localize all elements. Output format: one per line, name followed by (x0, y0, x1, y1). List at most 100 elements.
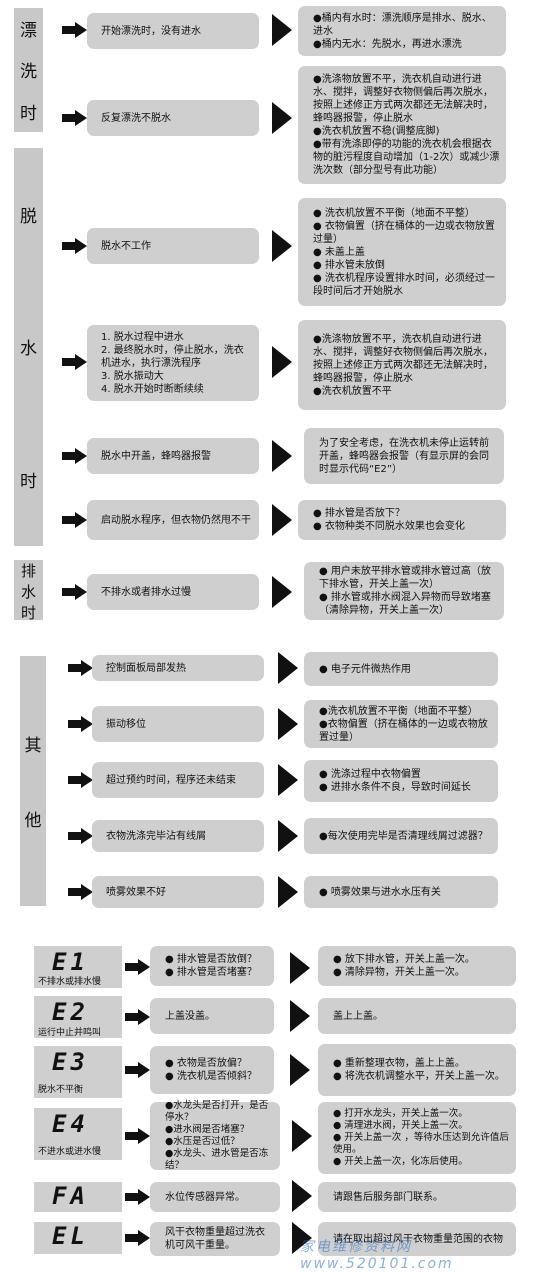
cause-box: ●洗衣机放置不平衡（地面不平整）●衣物偏置（挤在桶体的一边或衣物放置过量） (304, 700, 498, 748)
error-code-el: EL (34, 1222, 122, 1254)
arrow-icon (272, 346, 292, 378)
problem-box: 反复漂洗不脱水 (87, 100, 259, 136)
check-item: ●水龙头、进水管是否冻结？ (165, 1148, 269, 1171)
check-item: ● 排水管是否放倒？ (165, 954, 257, 965)
fix-item: 请跟售后服务部门联系。 (333, 1191, 443, 1203)
check-box: ● 衣物是否放偏？ ● 洗衣机是否倾斜？ (150, 1046, 274, 1094)
arrow-icon (272, 576, 292, 608)
cause-item: ● 排水管是否放下？ (313, 508, 405, 519)
cause-item: ● 电子元件微热作用 (319, 663, 411, 675)
section-label-spin: 脱 水 时 (14, 148, 43, 546)
check-item: ● 洗衣机是否倾斜？ (165, 1071, 257, 1082)
arrow-icon (68, 884, 96, 900)
cause-item: ● 进排水条件不良，导致时间延长 (319, 782, 471, 793)
problem-box: 超过预约时间，程序还未结束 (92, 762, 264, 798)
cause-item: ● 洗衣机程序设置排水时间，必须经过一段时间后才开始脱水 (313, 272, 495, 297)
arrow-icon (292, 1180, 312, 1212)
arrow-icon (272, 14, 292, 46)
check-item: 风干衣物重量超过洗衣机可风干重量。 (165, 1227, 265, 1251)
fix-box: ● 重新整理衣物，盖上上盖。● 将洗衣机调整水平，开关上盖一次。 (318, 1044, 516, 1096)
section-char: 时 (20, 604, 36, 622)
cause-item: ●衣物偏置（挤在桶体的一边或衣物放置过量） (319, 718, 488, 743)
error-code-e1: E1 不排水或排水慢 (34, 946, 122, 988)
cause-item: ●洗涤物放置不平，洗衣机自动进行进水、搅拌，调整好衣物侧偏后再次脱水，按照上述修… (313, 74, 493, 124)
problem-text: 振动移位 (106, 718, 146, 730)
problem-box: 启动脱水程序，但衣物仍然甩不干 (87, 500, 259, 540)
error-code-text: E1 (52, 948, 89, 976)
arrow-icon (290, 952, 310, 984)
arrow-icon (272, 102, 292, 134)
fix-item: 请在取出超过风干衣物重量范围的衣物 (333, 1233, 503, 1245)
error-code-desc: 运行中止并鸣叫 (38, 1028, 102, 1038)
section-char: 他 (24, 811, 42, 831)
check-item: ●进水阀是否堵塞？ (165, 1124, 250, 1135)
cause-box: ● 排水管是否放下？● 衣物种类不同脱水效果也会变化 (298, 500, 506, 540)
problem-text: 控制面板局部发热 (106, 662, 186, 674)
cause-item: ●洗衣机放置不平 (313, 385, 392, 397)
arrow-icon (62, 22, 90, 38)
error-code-desc: 不进水或进水慢 (38, 1147, 102, 1157)
check-box: ● 排水管是否放倒？● 排水管是否堵塞？ (150, 946, 274, 986)
cause-box: ●每次使用完毕是否清理线屑过滤器？ (304, 818, 498, 854)
cause-item: ●桶内无水：先脱水，再进水漂洗 (313, 38, 462, 50)
fix-item: 盖上上盖。 (333, 1010, 383, 1022)
fix-box: 请在取出超过风干衣物重量范围的衣物 (318, 1222, 516, 1256)
problem-text: 不排水或者排水过慢 (101, 586, 191, 598)
cause-box: ● 电子元件微热作用 (304, 652, 498, 686)
arrow-icon (62, 448, 90, 464)
cause-box: ●洗涤物放置不平，洗衣机自动进行进水、搅拌，调整好衣物侧偏后再次脱水，按照上述修… (298, 66, 506, 184)
arrow-icon (62, 238, 90, 254)
check-box: 上盖没盖。 (150, 998, 274, 1034)
cause-item: ●每次使用完毕是否清理线屑过滤器？ (319, 830, 488, 842)
problem-box: 不排水或者排水过慢 (87, 574, 259, 610)
error-code-desc: 脱水不平衡 (38, 1085, 84, 1095)
problem-item: 1. 脱水过程中进水 (101, 331, 184, 343)
fix-item: ● 将洗衣机调整水平，开关上盖一次。 (333, 1071, 505, 1082)
arrow-icon (62, 512, 90, 528)
arrow-icon (62, 110, 90, 126)
error-code-desc: 不排水或排水慢 (38, 977, 102, 987)
error-code-text: FA (52, 1182, 89, 1210)
arrow-icon (125, 1009, 153, 1025)
section-char: 时 (20, 103, 37, 124)
arrow-icon (272, 230, 292, 262)
arrow-icon (62, 584, 90, 600)
problem-box: 衣物洗涤完毕沾有线屑 (92, 820, 264, 852)
arrow-icon (68, 772, 96, 788)
arrow-icon (68, 828, 96, 844)
section-char: 排 (20, 562, 36, 580)
cause-item: ● 衣物偏置（挤在桶体的一边或衣物放置过量） (313, 220, 495, 245)
cause-box: ● 喷雾效果与进水水压有关 (304, 876, 498, 908)
fix-item: ● 打开水龙头，开关上盖一次。 (333, 1108, 468, 1119)
check-box: ●水龙头是否打开，是否停水？●进水阀是否堵塞？●水压是否过低？●水龙头、进水管是… (150, 1100, 280, 1171)
fix-item: ● 放下排水管，开关上盖一次。 (333, 954, 475, 965)
arrow-icon (62, 354, 90, 370)
section-char: 洗 (20, 62, 37, 83)
error-code-text: E4 (52, 1110, 89, 1138)
problem-text: 喷雾效果不好 (106, 886, 166, 898)
cause-item: ● 排水管或排水阀混入异物而导致堵塞（清除异物，开关上盖一次） (319, 592, 491, 616)
watermark: 家电维修资料网 www.520101.com (300, 1239, 454, 1272)
check-item: 上盖没盖。 (165, 1010, 215, 1022)
cause-box: ● 用户未放平排水管或排水管过高（放下排水管，开关上盖一次）● 排水管或排水阀混… (304, 562, 504, 620)
arrow-icon (278, 708, 298, 740)
cause-item: ● 喷雾效果与进水水压有关 (319, 886, 441, 898)
cause-box: ● 洗涤过程中衣物偏置 ● 进排水条件不良，导致时间延长 (304, 760, 498, 802)
check-box: 风干衣物重量超过洗衣机可风干重量。 (150, 1222, 280, 1256)
cause-item: ● 洗衣机放置不平衡（地面不平整） (313, 207, 475, 219)
cause-item: ●洗涤物放置不平，洗衣机自动进行进水、搅拌，调整好衣物侧偏后再次脱水，按照上述修… (313, 333, 493, 384)
check-item: ●水龙头是否打开，是否停水？ (165, 1100, 269, 1123)
arrow-icon (290, 1000, 310, 1032)
problem-box: 振动移位 (92, 706, 264, 742)
fix-box: 盖上上盖。 (318, 998, 516, 1034)
section-label-drain: 排 水 时 (14, 560, 43, 622)
problem-text: 脱水不工作 (101, 240, 151, 252)
arrow-icon (125, 959, 153, 975)
section-char: 时 (20, 472, 37, 493)
cause-item: ● 洗涤过程中衣物偏置 (319, 769, 421, 780)
section-label-rinse: 漂 洗 时 (14, 8, 43, 132)
arrow-icon (278, 764, 298, 796)
arrow-icon (125, 1230, 153, 1246)
check-item: ● 衣物是否放偏？ (165, 1058, 247, 1069)
check-item: ●水压是否过低？ (165, 1136, 240, 1147)
